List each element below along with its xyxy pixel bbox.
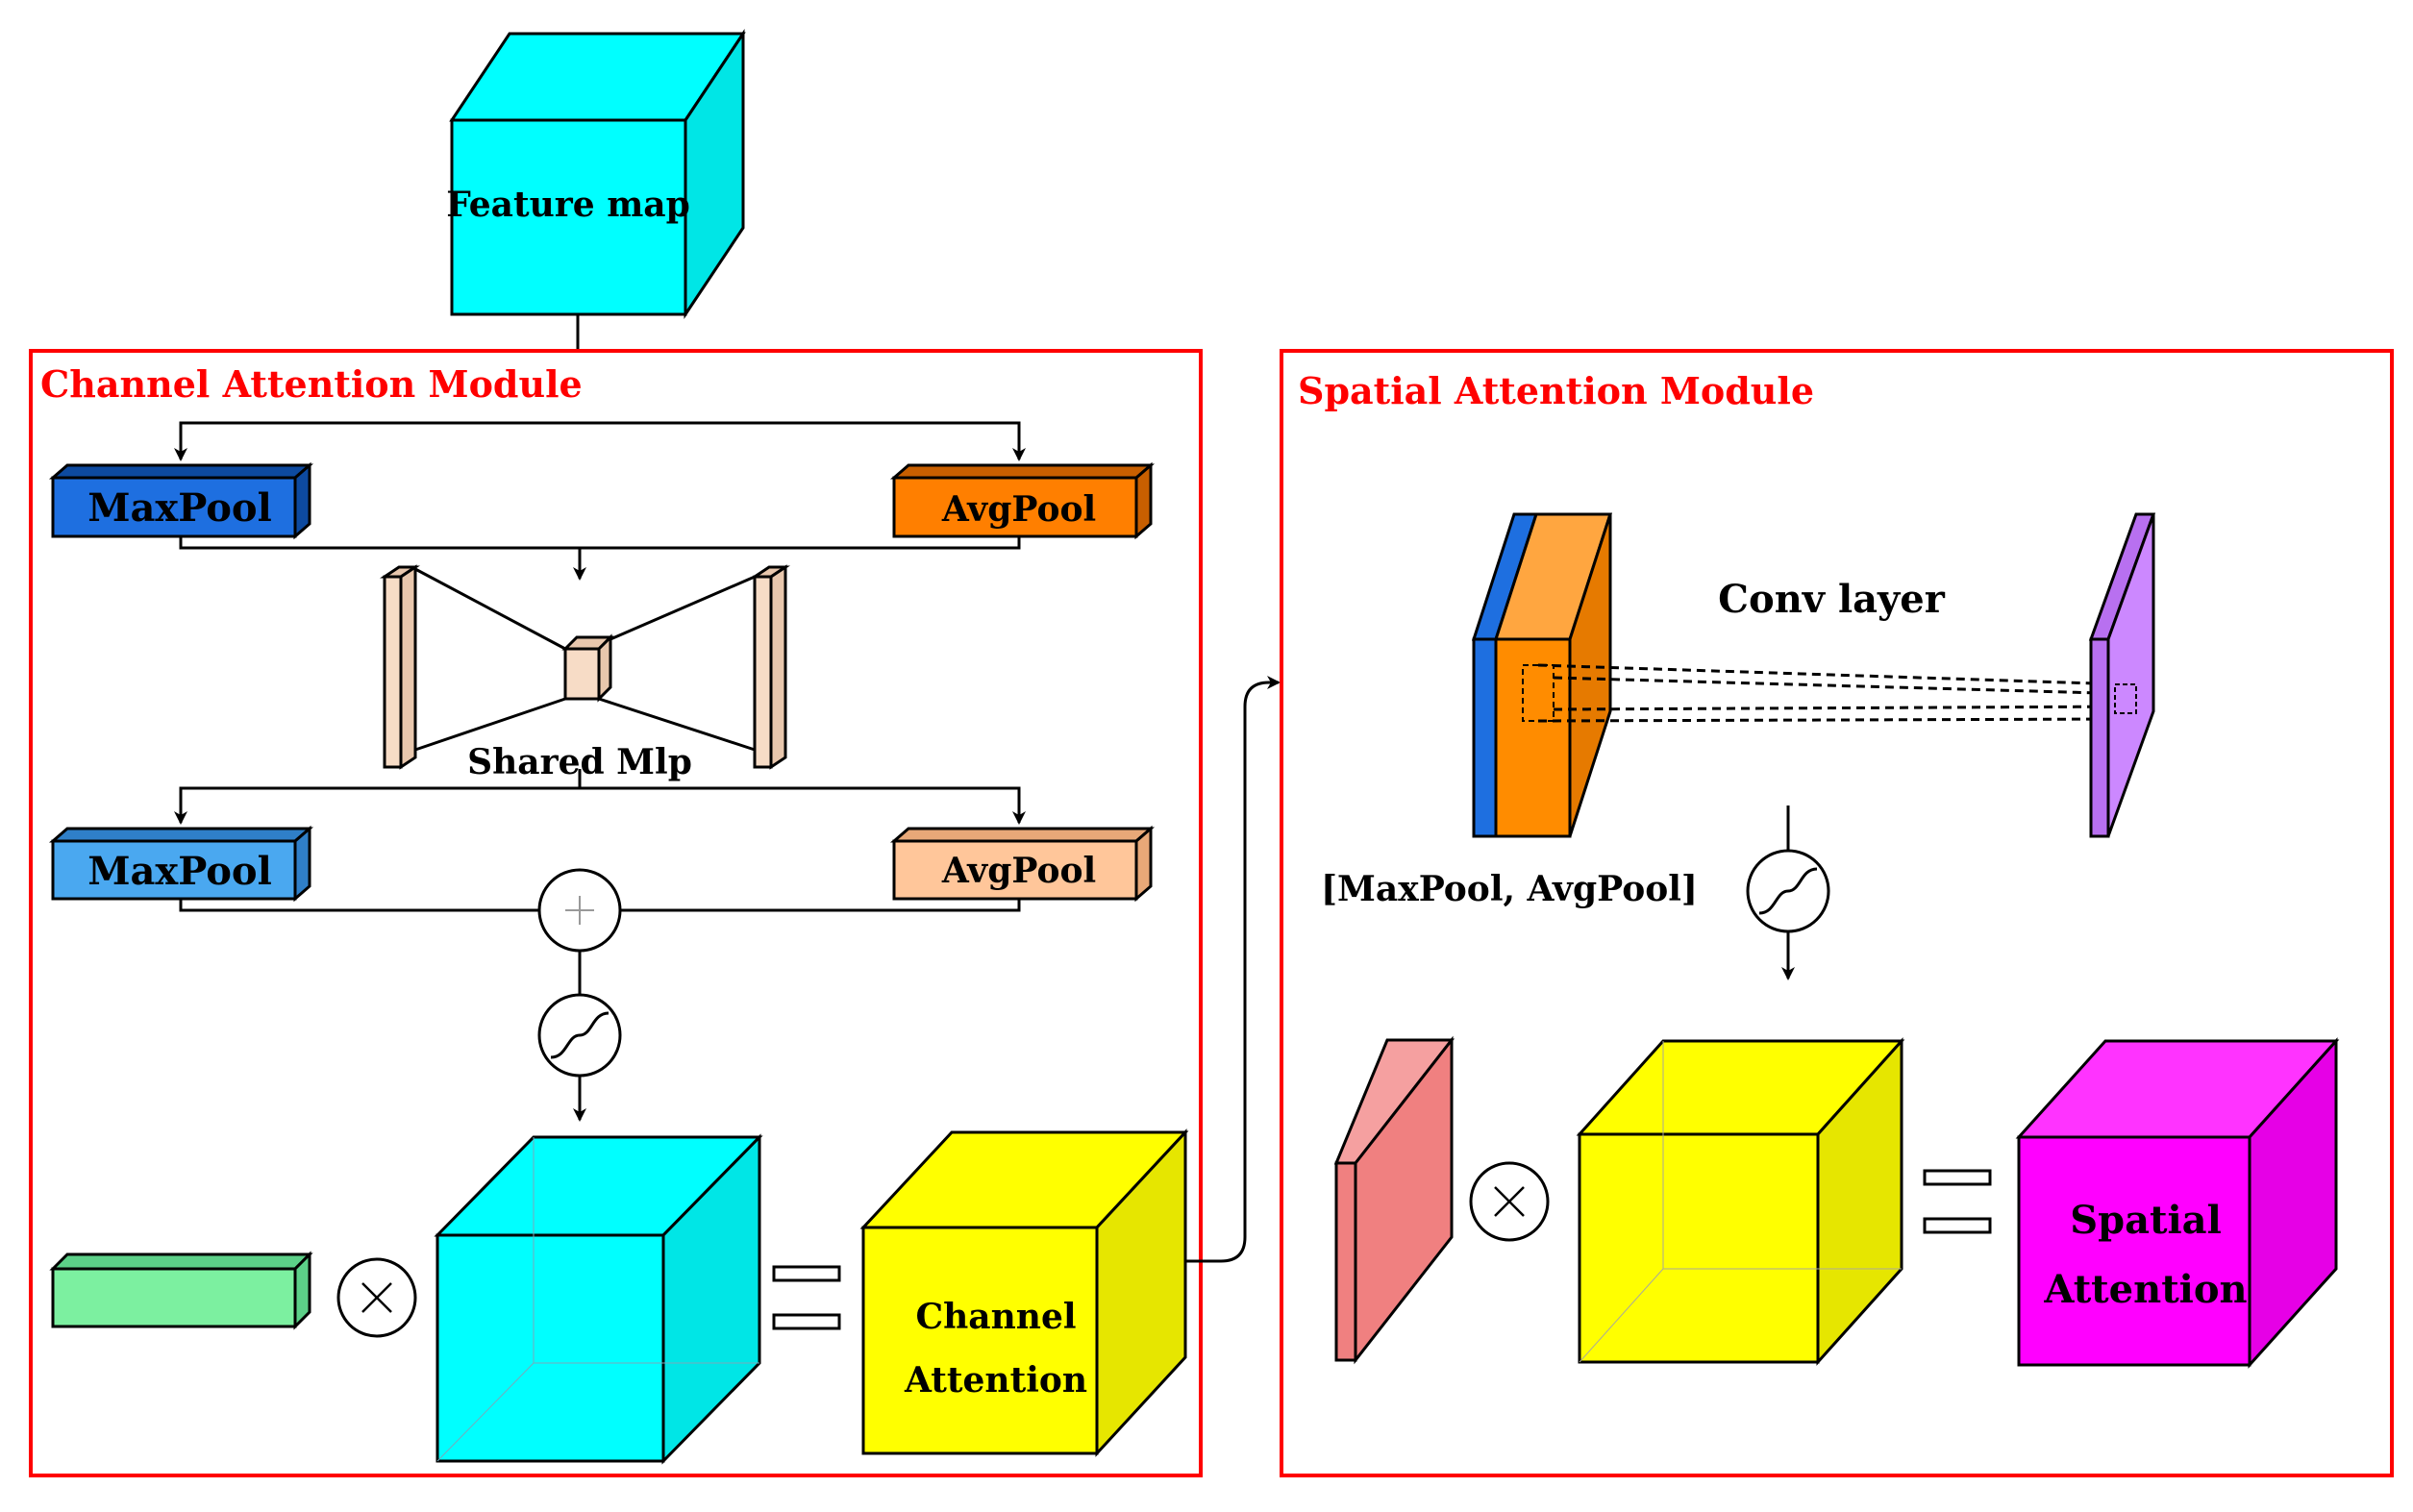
concat-pool-label: [MaxPool, AvgPool] bbox=[1321, 869, 1698, 909]
avgpool-bottom-label: AvgPool bbox=[941, 851, 1096, 891]
channel-input-cube bbox=[434, 1133, 763, 1465]
multiply-channel-icon bbox=[336, 1257, 417, 1338]
pool-to-mlp-connector bbox=[179, 536, 1021, 581]
feature-map-label: Feature map bbox=[446, 185, 690, 225]
conv-projection-lines bbox=[1537, 663, 2135, 723]
conv-output-plate bbox=[2088, 512, 2156, 838]
spatial-attention-label-2: Attention bbox=[2043, 1267, 2247, 1312]
sigmoid-channel-icon bbox=[537, 993, 622, 1078]
channel-attention-label-1: Channel bbox=[915, 1297, 1076, 1337]
channel-attention-label-2: Attention bbox=[904, 1360, 1087, 1400]
module-link-arrow bbox=[1185, 676, 1281, 1263]
top-split-connector bbox=[174, 421, 1026, 461]
maxpool-bottom-block: MaxPool bbox=[48, 825, 314, 903]
spatial-module-title: Spatial Attention Module bbox=[1298, 369, 1814, 412]
maxpool-bottom-label: MaxPool bbox=[87, 849, 272, 894]
maxpool-top-block: MaxPool bbox=[48, 461, 314, 540]
spatial-attention-label-1: Spatial bbox=[2070, 1198, 2222, 1243]
equals-spatial-icon bbox=[1923, 1169, 1992, 1234]
channel-weight-vector bbox=[49, 1251, 313, 1330]
spatial-weight-map bbox=[1333, 1035, 1455, 1365]
avgpool-top-label: AvgPool bbox=[941, 489, 1096, 530]
sigmoid-spatial-icon bbox=[1746, 849, 1830, 933]
equals-channel-icon bbox=[772, 1265, 841, 1330]
avgpool-top-block: AvgPool bbox=[889, 461, 1156, 540]
spatial-attention-module-frame bbox=[1280, 349, 2394, 1477]
shared-mlp bbox=[380, 564, 790, 770]
conv-layer-label: Conv layer bbox=[1718, 577, 1946, 622]
spatial-pooled-input bbox=[1471, 512, 1613, 838]
sum-connector bbox=[179, 899, 1021, 912]
channel-attention-cube: Channel Attention bbox=[859, 1128, 1189, 1457]
avgpool-bottom-block: AvgPool bbox=[889, 825, 1156, 903]
mlp-split-connector bbox=[174, 769, 1026, 825]
spatial-input-cube bbox=[1576, 1037, 1905, 1366]
spatial-attention-cube: Spatial Attention bbox=[2015, 1037, 2340, 1369]
feature-map-cube: Feature map bbox=[446, 29, 746, 319]
sum-operator-icon bbox=[537, 868, 622, 953]
maxpool-top-label: MaxPool bbox=[87, 485, 272, 531]
channel-attention-module-frame bbox=[29, 349, 1203, 1477]
multiply-spatial-icon bbox=[1469, 1161, 1550, 1242]
channel-module-title: Channel Attention Module bbox=[40, 362, 583, 406]
